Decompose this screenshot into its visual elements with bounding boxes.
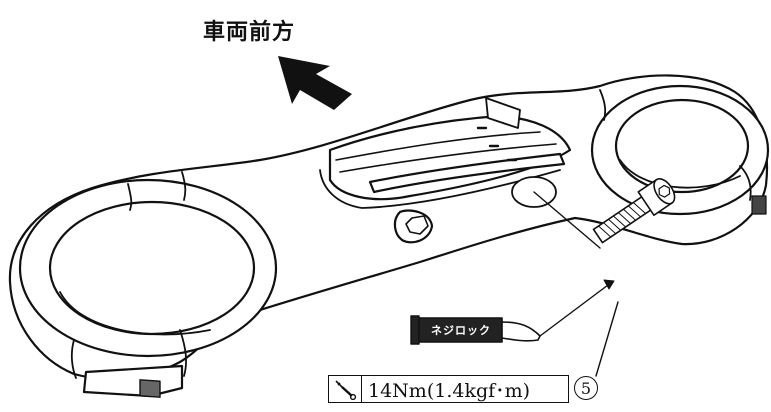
right-ring-inner-wall xyxy=(619,159,741,189)
right-ring-inner xyxy=(614,98,750,194)
left-lower-split xyxy=(70,329,187,379)
side-bolt-hex xyxy=(405,215,429,235)
left-clamp-block xyxy=(82,364,184,398)
right-clamp-bolt-face xyxy=(751,195,767,215)
center-rib-2 xyxy=(339,143,557,173)
center-rib-1 xyxy=(335,131,541,161)
part-number-badge: 5 xyxy=(574,376,598,400)
torque-spec-box: 14Nm(1.4kgf･m) xyxy=(328,375,569,403)
torque-value: 14Nm(1.4kgf･m) xyxy=(368,379,531,402)
left-clamp-bolt-face xyxy=(139,379,161,398)
threadlock-leader xyxy=(539,281,613,337)
center-lower-face xyxy=(319,169,561,209)
insertion-line xyxy=(533,191,601,249)
torque-leader xyxy=(595,301,619,377)
front-direction-arrow xyxy=(278,56,352,110)
front-direction-label: 車両前方 xyxy=(203,20,296,45)
right-cap-split xyxy=(599,89,752,201)
torque-wrench-icon xyxy=(329,376,362,402)
center-step xyxy=(485,97,521,129)
socket-head-bolt xyxy=(592,178,676,244)
tick-marks xyxy=(476,126,518,162)
center-slot xyxy=(368,152,566,194)
threadlock-leader-arrow xyxy=(603,279,615,290)
threadlock-label: ネジロック xyxy=(431,324,491,337)
threadlock-tube-icon xyxy=(410,315,541,345)
left-cap-split xyxy=(127,171,187,211)
left-ring-inner-wall xyxy=(59,291,211,336)
